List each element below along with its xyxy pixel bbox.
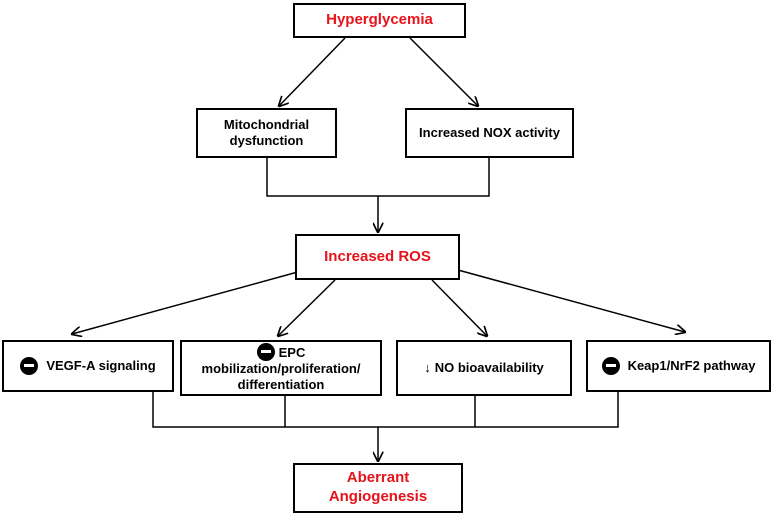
node-vegf-signaling: VEGF-A signaling xyxy=(2,340,174,392)
inhibition-icon xyxy=(601,357,620,375)
inhibition-icon xyxy=(256,343,275,362)
node-mito-label-2: dysfunction xyxy=(229,133,304,148)
node-keap-label: Keap1/NrF2 pathway xyxy=(627,357,756,373)
node-increased-ros: Increased ROS xyxy=(295,234,460,280)
arrow-ros-to-no xyxy=(431,279,487,336)
arrow-ros-to-keap xyxy=(457,269,685,332)
node-aberrant-label-1: Aberrant xyxy=(346,469,410,487)
node-no-label: NO bioavailability xyxy=(434,359,544,375)
inhibition-icon xyxy=(20,357,39,375)
arrow-ros-to-vegf xyxy=(72,269,306,334)
node-hyperglycemia: Hyperglycemia xyxy=(293,3,466,38)
node-vegf-label: VEGF-A signaling xyxy=(46,357,156,373)
node-mito-label-1: Mitochondrial xyxy=(223,116,310,132)
merge-line-bottom xyxy=(152,391,619,428)
node-nox-label: Increased NOX activity xyxy=(419,124,560,140)
node-hyperglycemia-label: Hyperglycemia xyxy=(326,11,433,29)
node-no-bioavailability: ↓ NO bioavailability xyxy=(396,340,572,396)
node-keap1-nrf2: Keap1/NrF2 pathway xyxy=(586,340,771,392)
down-arrow-icon: ↓ xyxy=(424,359,431,375)
node-aberrant-label-2: Angiogenesis xyxy=(328,488,428,505)
node-ros-label: Increased ROS xyxy=(324,247,431,265)
node-epc-label-1: EPC xyxy=(278,344,306,360)
merge-line-top xyxy=(266,158,490,197)
arrow-hyper-to-nox xyxy=(409,37,478,106)
arrow-ros-to-epc xyxy=(278,279,336,336)
node-epc: EPC mobilization/proliferation/ differen… xyxy=(180,340,382,396)
arrow-hyper-to-mito xyxy=(279,37,346,106)
node-aberrant-angiogenesis: Aberrant Angiogenesis xyxy=(293,463,463,513)
node-epc-label-2: mobilization/proliferation/ xyxy=(201,361,361,377)
node-epc-label-3: differentiation xyxy=(237,377,325,392)
node-increased-nox: Increased NOX activity xyxy=(405,108,574,158)
node-mitochondrial-dysfunction: Mitochondrial dysfunction xyxy=(196,108,337,158)
